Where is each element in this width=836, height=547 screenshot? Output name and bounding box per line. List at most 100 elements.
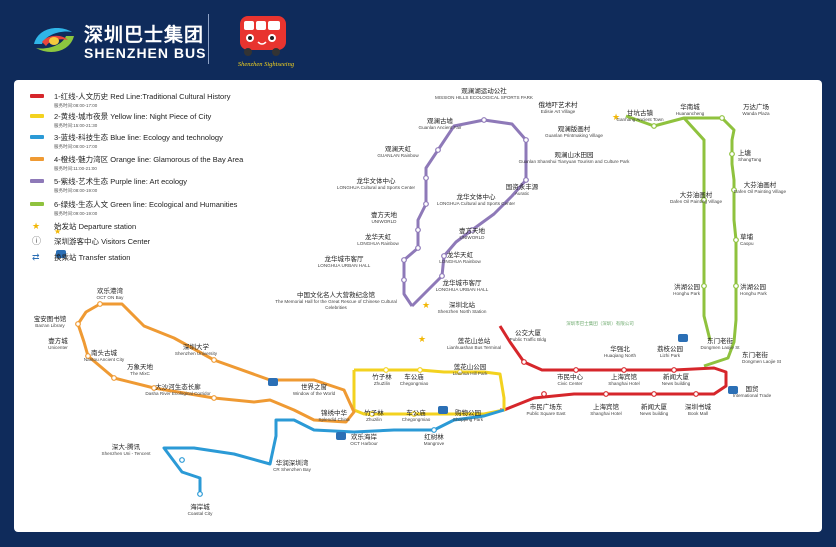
transfer-icon <box>56 250 66 258</box>
sightseeing-bus-icon: Shenzhen Sightseeing <box>238 16 295 68</box>
transfer-station-icons <box>56 250 738 440</box>
legend-red: 1-红线-人文历史 Red Line:Traditional Cultural … <box>30 93 230 110</box>
bottom-bar <box>0 532 836 547</box>
star-icon: ★ <box>54 227 61 236</box>
transfer-icon <box>336 432 346 440</box>
legend-departure: ★始发站 Departure station <box>32 221 137 231</box>
shenzhen-bus-logo-icon <box>34 28 74 52</box>
visitor-center-icon: ⓘ <box>32 236 42 246</box>
transfer-icon <box>268 378 278 386</box>
brand-name-cn: 深圳巴士集团 <box>84 25 205 46</box>
legend-blue: 3-蓝线-科技生态 Blue line: Ecology and technol… <box>30 134 223 151</box>
route-map: ★ ★ ★ ★ 1-红线-人文历史 Red Line:Traditional C… <box>14 80 822 532</box>
red-line <box>498 325 728 412</box>
departure-star-icons: ★ ★ ★ ★ <box>54 112 620 344</box>
transfer-icon <box>728 386 738 394</box>
orange-line <box>76 302 356 424</box>
brand-name-en: SHENZHEN BUS <box>84 45 207 61</box>
legend-transfer: ⇄换乘站 Transfer station <box>32 252 131 262</box>
legend-yellow: 2-黄线-城市夜景 Yellow line: Night Piece of Ci… <box>30 113 211 130</box>
green-line <box>625 114 738 368</box>
transfer-icon <box>438 406 448 414</box>
star-icon: ★ <box>612 112 620 122</box>
legend-orange: 4-橙线-魅力湾区 Orange line: Glamorous of the … <box>30 156 243 173</box>
star-icon: ★ <box>418 334 426 344</box>
header-divider <box>208 14 209 64</box>
station-markers <box>75 115 739 497</box>
green-line-branch <box>682 116 712 341</box>
transfer-icon: ⇄ <box>32 252 40 262</box>
purple-line <box>402 118 528 308</box>
watermark: 深圳市巴士集团（深圳）有限公司 <box>566 321 634 326</box>
yellow-line <box>352 368 506 416</box>
legend-green: 6-绿线-生态人文 Green line: Ecological and Hum… <box>30 201 237 218</box>
star-icon: ★ <box>422 300 430 310</box>
route-lines: ★ ★ ★ ★ <box>54 112 739 497</box>
transfer-icon <box>678 334 688 342</box>
bus-logo-text: Shenzhen Sightseeing <box>238 61 295 68</box>
star-icon: ★ <box>32 221 41 231</box>
header-bar: 深圳巴士集团 SHENZHEN BUS Shenzhen Sightseeing <box>0 0 836 80</box>
